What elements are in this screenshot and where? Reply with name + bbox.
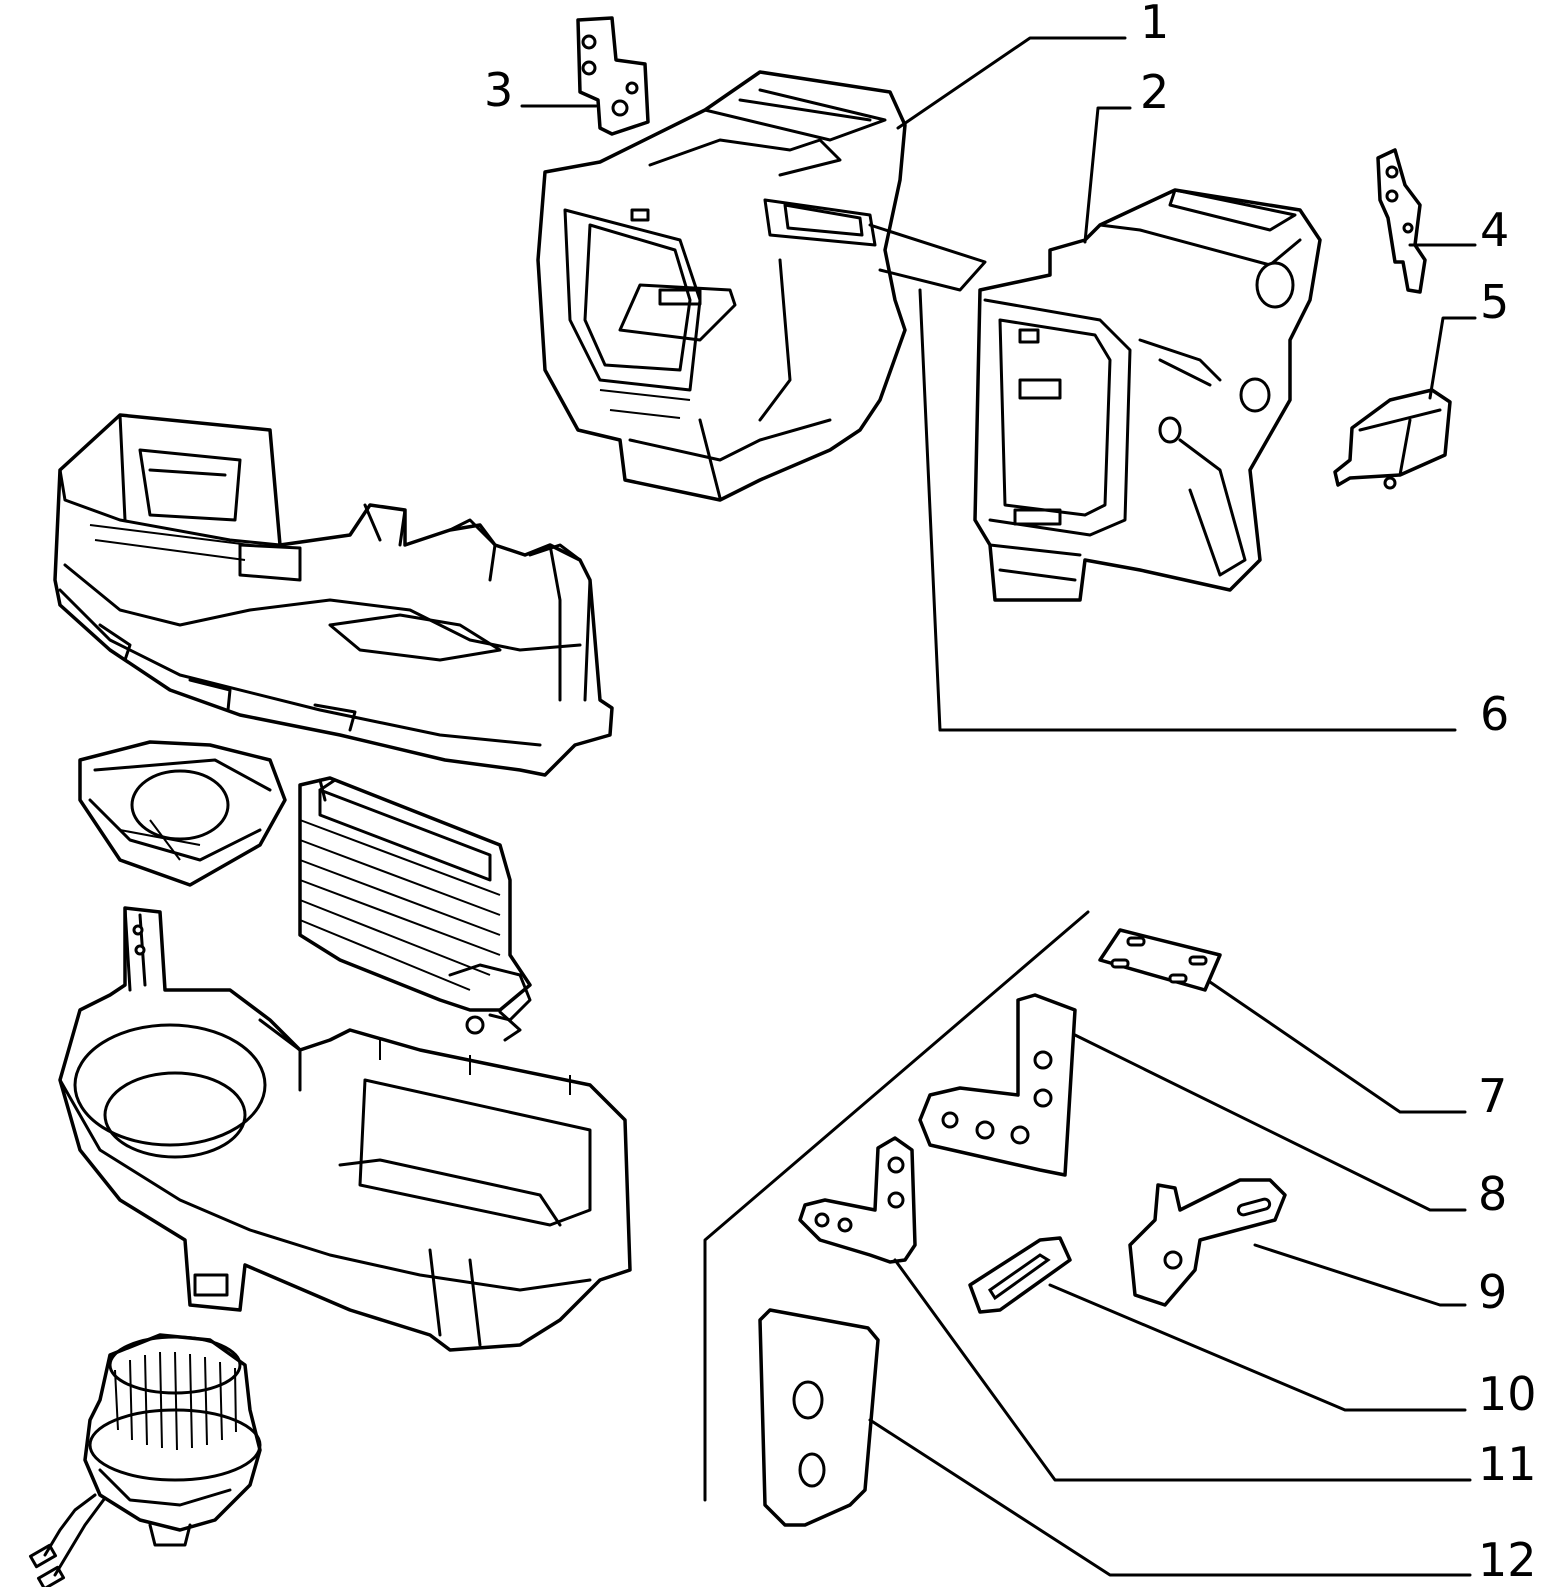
leader-5 (1428, 316, 1477, 400)
part-3-bracket (576, 16, 650, 136)
evaporator-core (298, 776, 532, 1042)
blower-base-plate (78, 740, 287, 887)
callout-6: 6 (1480, 687, 1509, 741)
callout-9: 9 (1478, 1265, 1507, 1319)
blower-motor (28, 1333, 262, 1587)
part-8-gasket (918, 993, 1077, 1177)
leader-8 (1073, 1033, 1467, 1212)
part-4-bracket (1376, 148, 1427, 294)
callout-12: 12 (1478, 1533, 1537, 1587)
part-9-gasket (1128, 1178, 1287, 1307)
part-11-bracket (798, 1136, 917, 1264)
upper-case-shell (53, 413, 614, 777)
leader-lines (520, 36, 1477, 1577)
group-separator-line (703, 910, 1090, 1502)
callout-7: 7 (1478, 1069, 1507, 1123)
leader-10 (1048, 1283, 1467, 1412)
callout-10: 10 (1478, 1367, 1537, 1421)
callout-11: 11 (1478, 1437, 1537, 1491)
callout-8: 8 (1478, 1167, 1507, 1221)
part-7-gasket (1098, 928, 1222, 992)
callout-1: 1 (1140, 0, 1169, 49)
leader-6 (918, 288, 1457, 732)
part-12-gasket (758, 1308, 880, 1527)
part-10-gasket (968, 1236, 1072, 1314)
part-1-duct-housing (536, 70, 987, 502)
callout-2: 2 (1140, 65, 1169, 119)
part-5-actuator (1333, 388, 1452, 490)
leader-11 (893, 1258, 1472, 1482)
leader-2 (1083, 106, 1132, 244)
callout-5: 5 (1480, 275, 1509, 329)
leader-12 (868, 1418, 1472, 1577)
callout-4: 4 (1480, 203, 1509, 257)
lower-case-shell (58, 906, 632, 1352)
leader-1 (896, 36, 1127, 130)
part-2-housing (973, 188, 1322, 602)
leader-9 (1253, 1243, 1467, 1307)
leader-7 (1208, 980, 1467, 1114)
callout-labels: 1 2 3 4 5 6 7 8 9 10 11 12 (484, 0, 1537, 1587)
callout-3: 3 (484, 63, 513, 117)
